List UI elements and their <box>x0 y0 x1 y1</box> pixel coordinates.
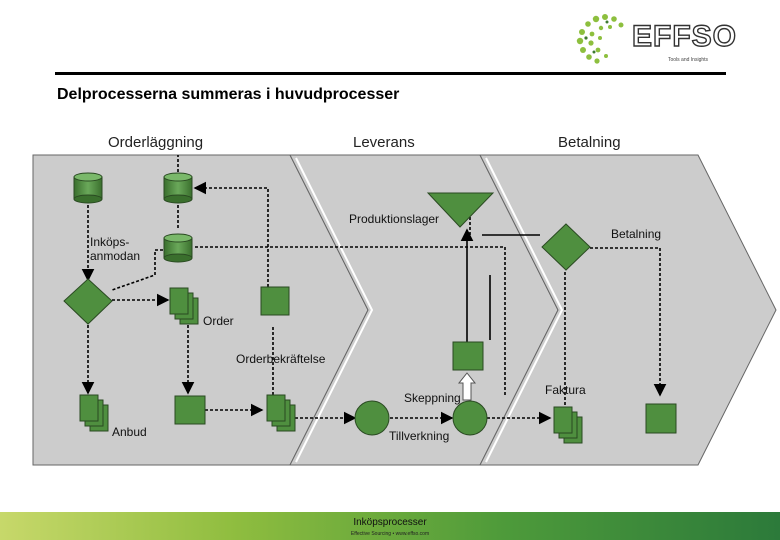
chevron-highlight-1 <box>295 157 374 463</box>
database-icon-2 <box>163 172 193 204</box>
production-stock-triangle <box>426 192 495 228</box>
phase-label-leverans: Leverans <box>353 134 415 151</box>
page-title: Delprocesserna summeras i huvudprocesser <box>57 86 400 103</box>
process-box-2 <box>174 395 206 425</box>
event-circle-tillverkning <box>452 400 488 436</box>
label-inkopsanmodan-line2: anmodan <box>90 249 141 263</box>
footer-title: Inköpsprocesser <box>353 517 427 528</box>
logo-wordmark: EFFSO <box>631 19 738 53</box>
label-produktionslager: Produktionslager <box>349 212 440 226</box>
logo-tagline: Tools and Insights <box>668 57 709 63</box>
label-tillverkning: Tillverkning <box>389 429 450 443</box>
label-skeppning: Skeppning <box>404 391 461 405</box>
process-box-4 <box>645 403 677 434</box>
process-box-3 <box>452 341 484 371</box>
decision-diamond-2 <box>541 223 591 271</box>
label-faktura: Faktura <box>545 383 586 397</box>
phase-label-betalning: Betalning <box>558 134 621 151</box>
decision-diamond-1 <box>63 278 113 325</box>
phase-label-orderlaggning: Orderläggning <box>108 134 204 151</box>
effso-logo <box>576 14 624 64</box>
footer-subtitle: Effective Sourcing • www.effso.com <box>350 531 430 537</box>
connector-inkop-horizontal <box>195 246 506 395</box>
document-stack-anbud <box>79 394 109 432</box>
header-rule <box>55 72 726 75</box>
database-icon-1 <box>73 172 103 204</box>
document-stack-confirm <box>266 394 296 432</box>
event-circle-skeppning <box>354 400 390 436</box>
label-orderbekraftelse: Orderbekräftelse <box>236 352 326 366</box>
label-betalning: Betalning <box>611 227 662 241</box>
label-inkopsanmodan-line1: Inköps- <box>90 235 130 249</box>
footer-bar <box>0 512 780 540</box>
connector-confirm-to-db <box>193 181 269 287</box>
connector-diamond-to-right <box>590 247 667 397</box>
document-stack-faktura <box>553 406 583 444</box>
chevron-highlight-2 <box>485 157 564 463</box>
label-order: Order <box>203 314 234 328</box>
phase-band-betalning <box>479 154 777 466</box>
label-anbud: Anbud <box>112 425 147 439</box>
database-icon-3 <box>163 233 193 263</box>
chevron-highlight-3 <box>703 157 780 463</box>
document-stack-order <box>169 287 199 325</box>
up-arrow-icon <box>457 372 477 401</box>
process-box-1 <box>260 286 290 316</box>
